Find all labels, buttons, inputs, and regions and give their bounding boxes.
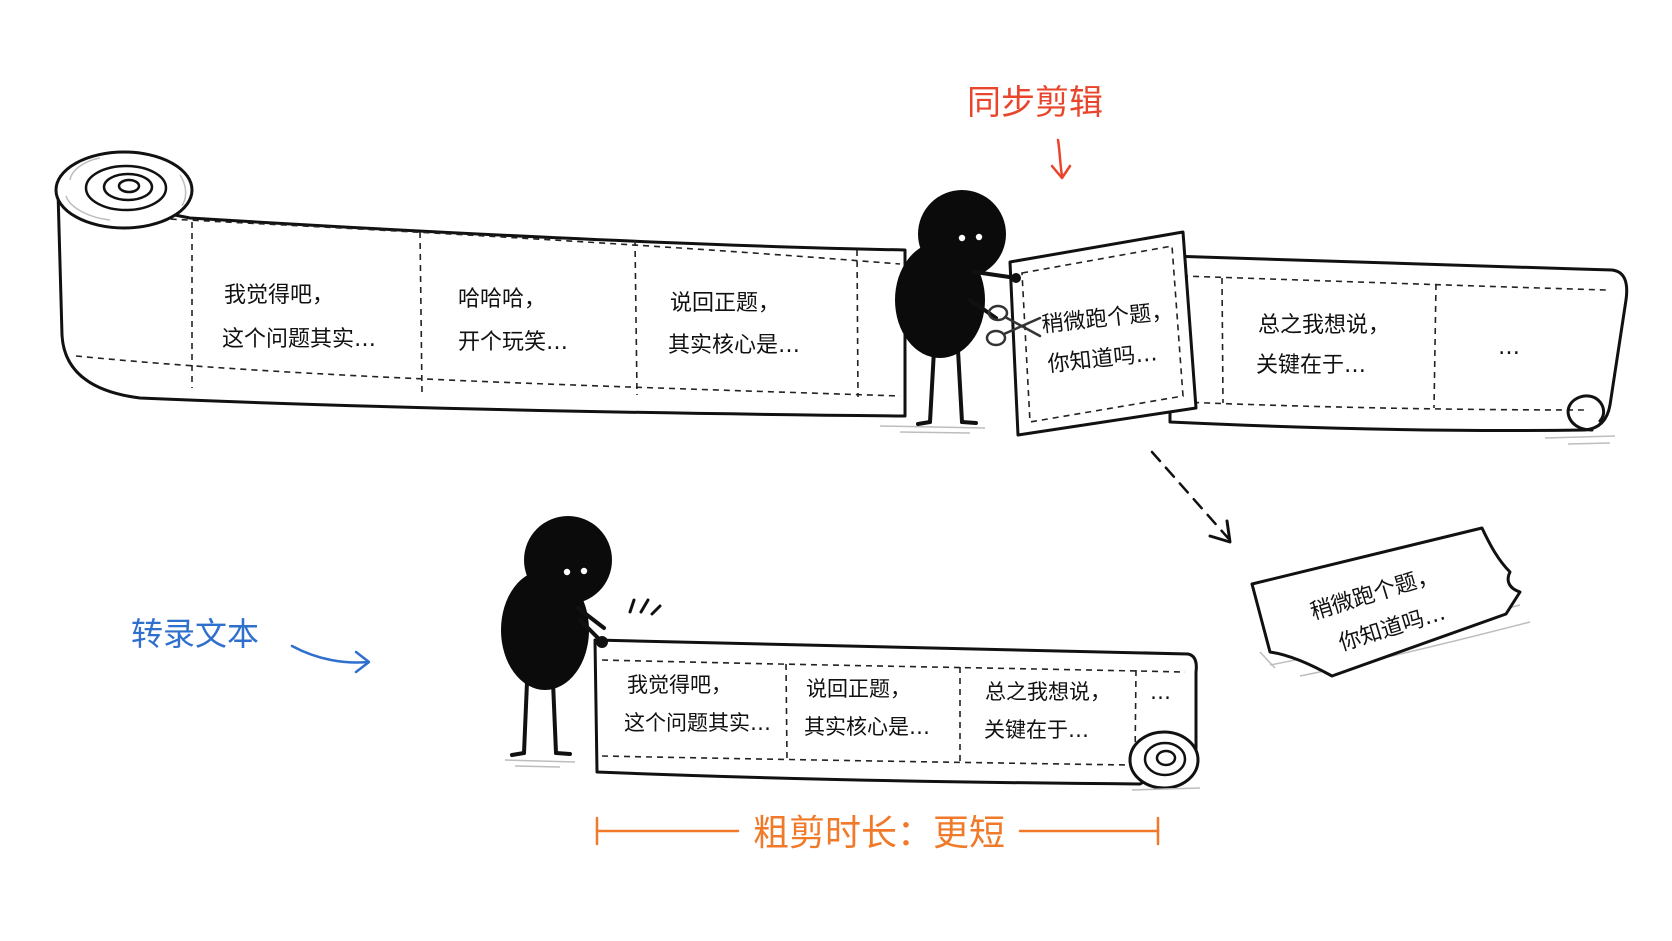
bottom-cell-2-line2: 其实核心是…: [804, 715, 930, 739]
eye-icon: [563, 568, 571, 576]
editor-figure-bottom: [501, 516, 662, 768]
bottom-cell-2-line1: 说回正题，: [806, 677, 911, 701]
bottom-cell-1: 我觉得吧， 这个问题其实…: [624, 673, 771, 735]
bottom-strip-roll: [1128, 730, 1201, 791]
top-strip-right: 总之我想说， 关键在于… …: [1168, 254, 1629, 445]
bottom-cell-3: 总之我想说， 关键在于…: [984, 680, 1111, 742]
hand-icon: [596, 636, 608, 648]
top-cell-3-line2: 其实核心是…: [668, 333, 800, 358]
rough-cut-label: 粗剪时长：更短: [753, 813, 1005, 854]
cut-clip-piece: 稍微跑个题， 你知道吗…: [1008, 230, 1198, 437]
top-cell-1-line2: 这个问题其实…: [222, 327, 376, 352]
bottom-cell-1-line2: 这个问题其实…: [624, 711, 771, 735]
bottom-cell-4-ellipsis: …: [1150, 680, 1171, 704]
bottom-cell-3-line1: 总之我想说，: [985, 680, 1111, 704]
bottom-transcript-strip: 我觉得吧， 这个问题其实… 说回正题， 其实核心是… 总之我想说， 关键在于… …: [593, 636, 1201, 791]
top-cell-3: 说回正题， 其实核心是…: [668, 291, 800, 358]
top-transcript-strip: 我觉得吧， 这个问题其实… 哈哈哈， 开个玩笑… 说回正题， 其实核心是…: [54, 150, 907, 418]
transcript-label: 转录文本: [131, 615, 259, 653]
top-cell-2-line2: 开个玩笑…: [458, 330, 568, 355]
removal-arrow: [1150, 450, 1232, 544]
editor-figure-top: [879, 190, 1018, 434]
top-cell-5-ellipsis: …: [1498, 335, 1520, 360]
hand-icon: [1011, 273, 1021, 283]
eye-icon: [975, 233, 983, 241]
top-cell-4-line1: 总之我想说，: [1258, 313, 1390, 338]
top-cell-2: 哈哈哈， 开个玩笑…: [458, 287, 568, 355]
bottom-cell-1-line1: 我觉得吧，: [627, 673, 732, 697]
eye-icon: [580, 567, 588, 575]
top-cell-2-line1: 哈哈哈，: [458, 287, 546, 312]
rough-cut-bracket: [595, 816, 1160, 846]
top-cell-4: 总之我想说， 关键在于…: [1256, 313, 1390, 378]
top-cell-3-line1: 说回正题，: [670, 291, 780, 316]
top-strip-roll: [54, 150, 194, 230]
bottom-cell-3-line2: 关键在于…: [984, 718, 1089, 742]
scissors-icon: [985, 304, 1042, 347]
top-cell-1-line1: 我觉得吧，: [224, 283, 334, 308]
sync-edit-arrow: [1050, 138, 1072, 180]
bottom-cell-2: 说回正题， 其实核心是…: [804, 677, 930, 739]
top-strip-left-body: [56, 190, 907, 418]
bottom-strip-body: [593, 638, 1198, 786]
motion-marks: [628, 598, 662, 616]
top-cell-4-line2: 关键在于…: [1256, 353, 1366, 378]
top-cell-1: 我觉得吧， 这个问题其实…: [222, 283, 376, 352]
removed-clip-piece: 稍微跑个题， 你知道吗…: [1250, 526, 1531, 678]
sync-edit-label: 同步剪辑: [967, 83, 1103, 123]
eye-icon: [958, 234, 966, 242]
top-strip-curl: [1566, 394, 1606, 432]
top-strip-right-body: [1168, 254, 1629, 433]
transcript-arrow: [290, 644, 371, 674]
